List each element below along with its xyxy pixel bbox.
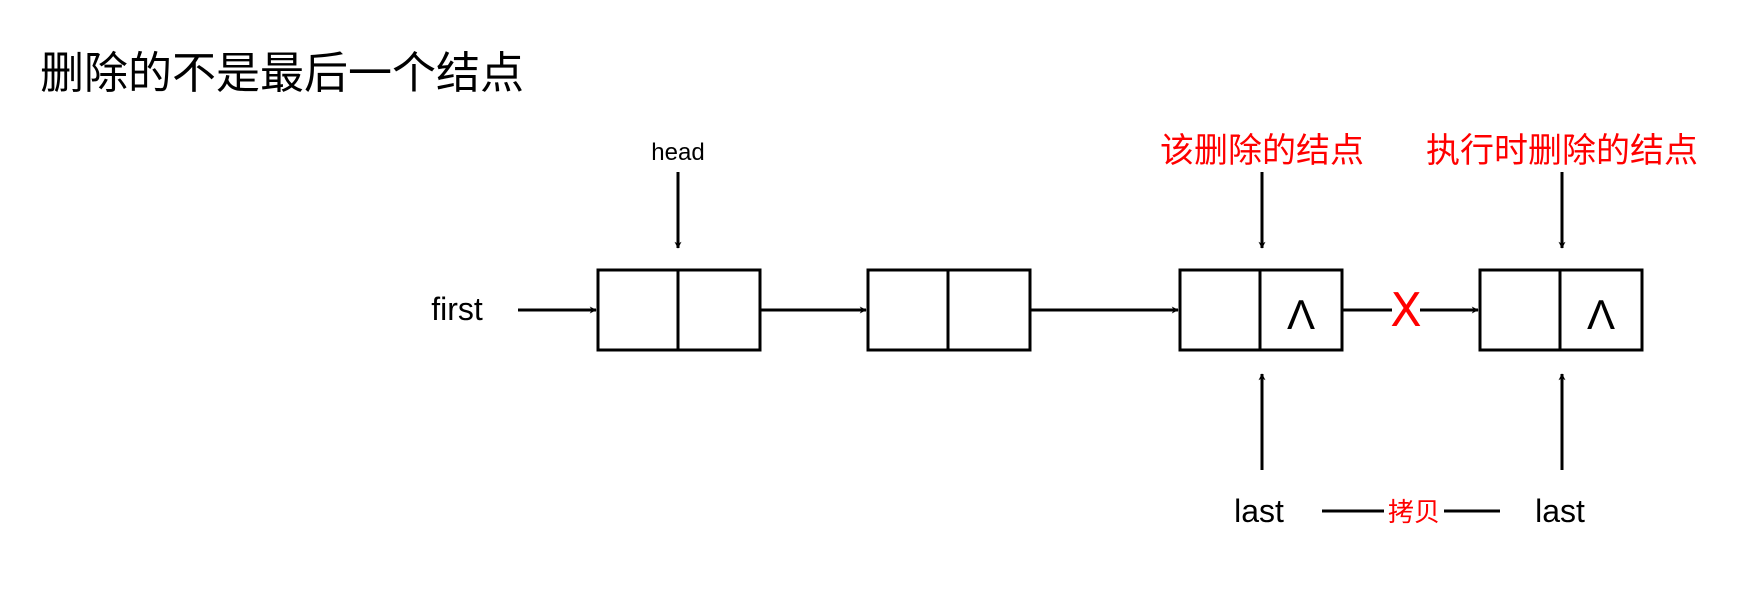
last-left-label: last (1234, 493, 1284, 529)
node-4-actually-deleted: Λ (1478, 268, 1644, 352)
node-2 (866, 268, 1032, 352)
node-3-to-delete: Λ (1178, 268, 1344, 352)
node-1 (596, 268, 762, 352)
null-pointer-icon: Λ (1287, 291, 1315, 338)
last-right-label: last (1535, 493, 1585, 529)
copy-label: 拷贝 (1388, 498, 1440, 528)
head-label: head (651, 139, 704, 166)
to-delete-label: 该删除的结点 (1160, 131, 1364, 171)
null-pointer-icon: Λ (1587, 291, 1615, 338)
first-label: first (431, 291, 483, 327)
cut-mark: X (1390, 283, 1422, 337)
page-title: 删除的不是最后一个结点 (40, 48, 524, 99)
actually-deleted-label: 执行时删除的结点 (1426, 131, 1698, 171)
